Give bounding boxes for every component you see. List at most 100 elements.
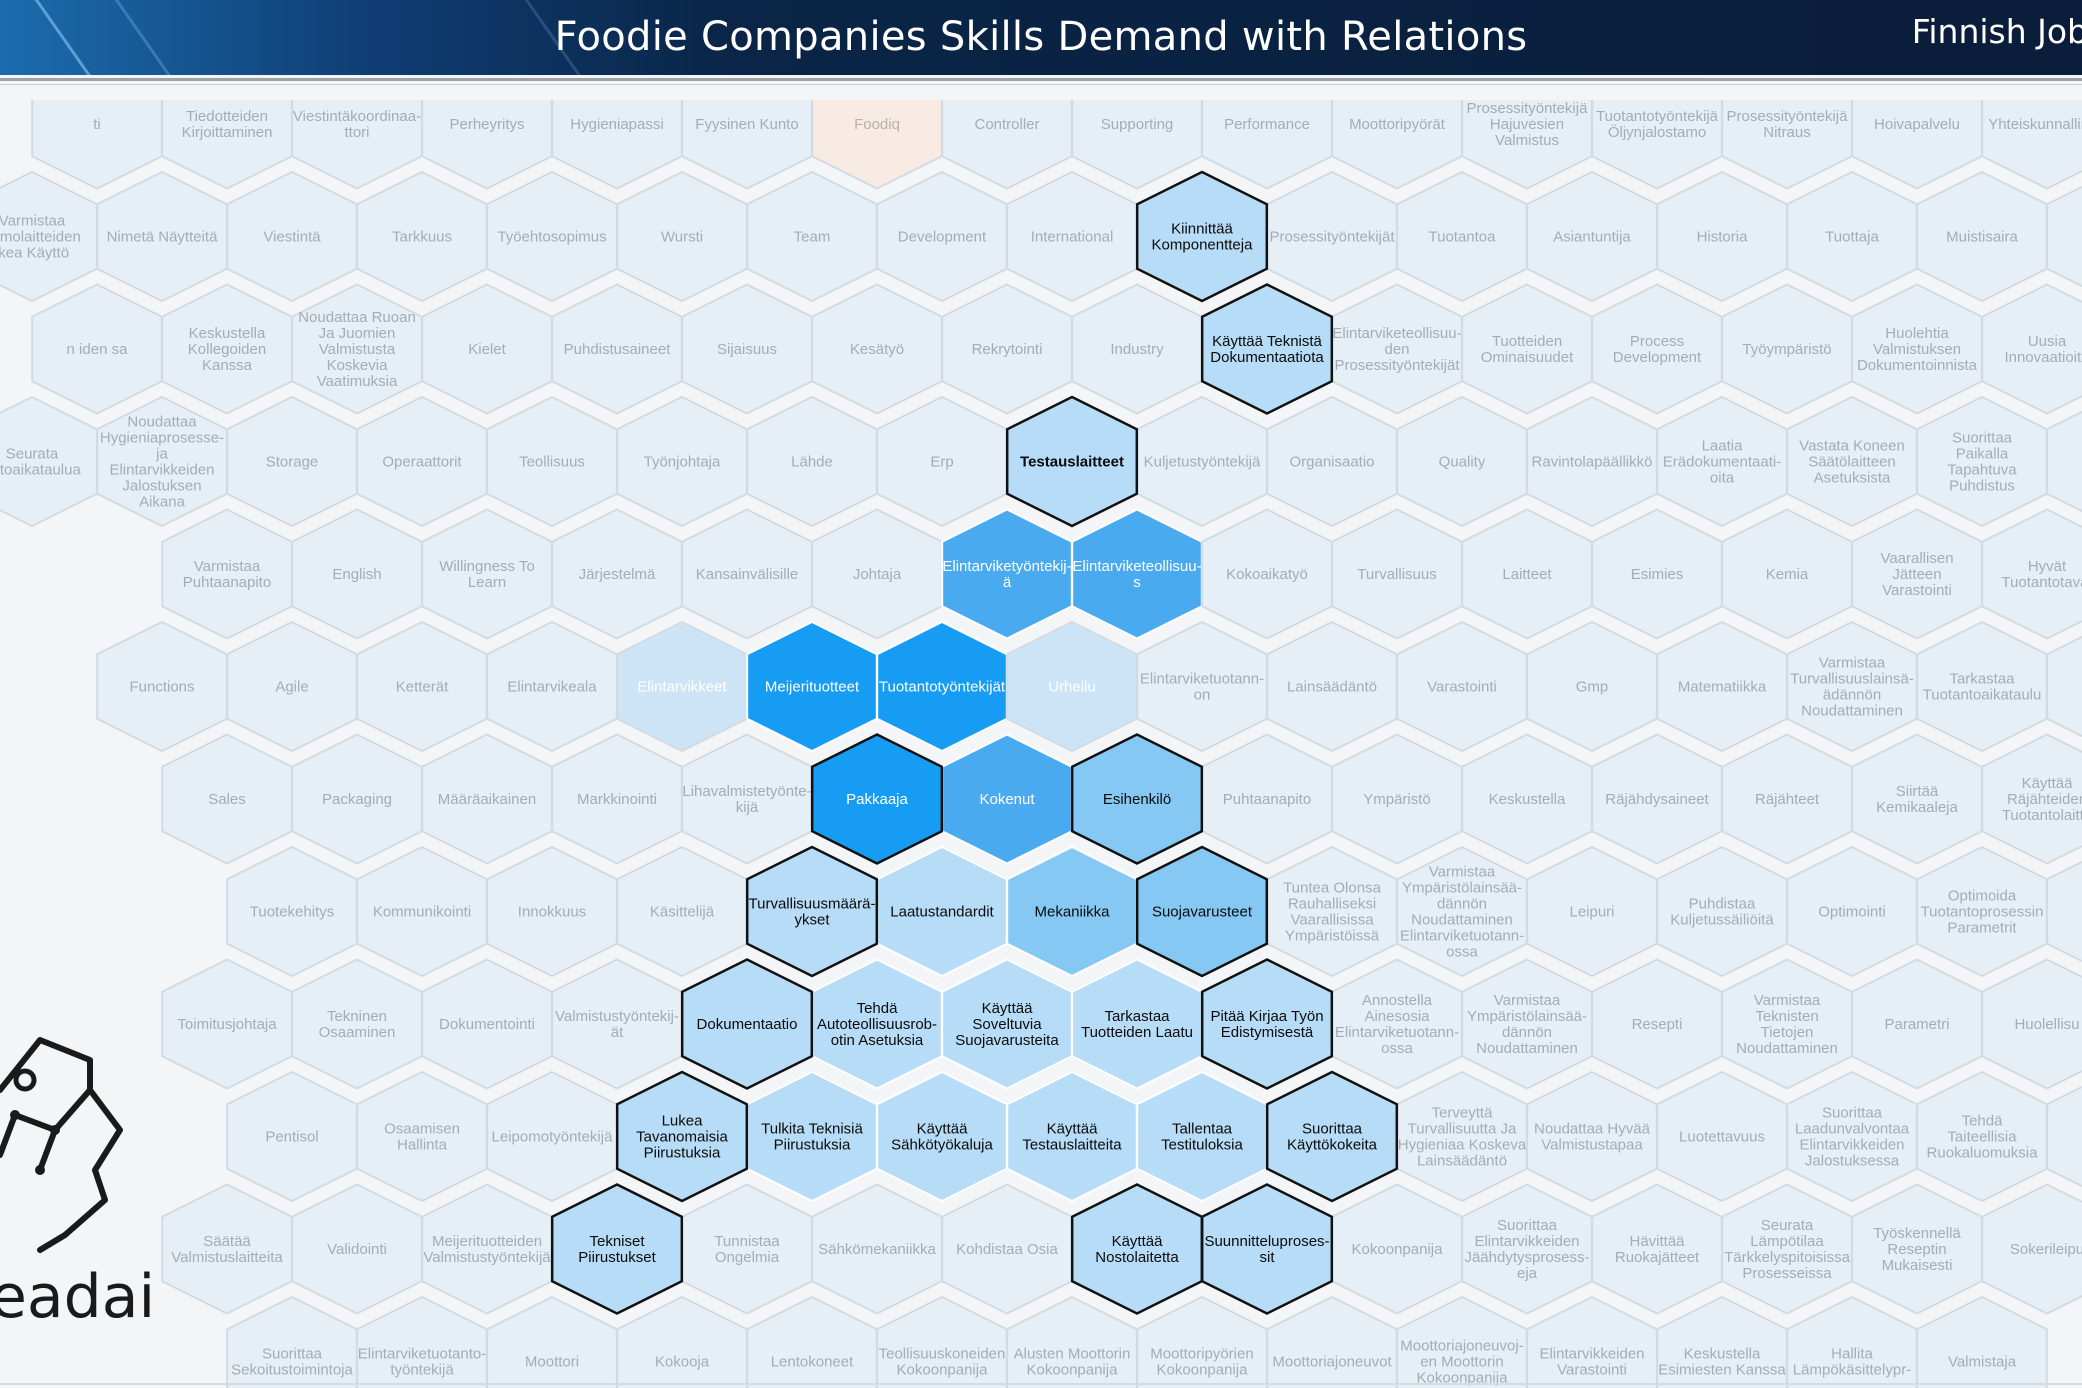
hex-label: Leipuri <box>1569 904 1614 921</box>
hex-label: Tarkkuus <box>392 229 452 246</box>
hex-label: Pakkaaja <box>846 791 908 808</box>
hex-label: Lähde <box>791 454 833 471</box>
hex-label: Quality <box>1439 454 1486 471</box>
hex-label: Turvallisuus <box>1357 566 1436 583</box>
header-divider <box>0 78 2082 81</box>
header-corner-title: Finnish Job <box>1911 12 2082 51</box>
hex-label: Lainsäädäntö <box>1287 679 1377 696</box>
hex-label: English <box>332 566 381 583</box>
hex-label: Elintarviketuotanto-työntekijä <box>358 1346 486 1379</box>
hex-label: Kokoonpanija <box>1352 1241 1444 1258</box>
hex-label: Ympäristö <box>1363 791 1431 808</box>
hex-cell-prosessity-ntekij-nitraus <box>1721 100 1853 190</box>
hex-label: Hygieniapassi <box>570 116 663 133</box>
path-hex-outline <box>1135 845 1269 978</box>
hex-label: Tuottaja <box>1825 229 1879 246</box>
hex-label: Kansainvälisille <box>696 566 799 583</box>
footer-divider <box>0 1383 2082 1385</box>
hex-label: Yhteiskunnallinen <box>1988 116 2082 133</box>
hex-cell-perheyritys <box>421 100 553 190</box>
hex-cell-lentokoneet <box>746 1295 878 1388</box>
hex-label: Dokumentaatio <box>697 1016 798 1033</box>
hex-cell-ti <box>31 100 163 190</box>
path-hex-outline <box>810 733 944 865</box>
hex-label: Validointi <box>327 1241 387 1258</box>
hex-label: Historia <box>1697 229 1749 246</box>
hex-cell-hyv-t-tuotantotavat <box>1981 508 2082 640</box>
hex-cell-tiedotteiden-kirjoittaminen <box>161 100 293 190</box>
hex-cell-tar-doku <box>2046 635 2082 738</box>
hex-label: Lentokoneet <box>771 1354 854 1371</box>
hex-label: Kohdistaa Osia <box>956 1241 1058 1258</box>
hex-label: Parametri <box>1884 1016 1949 1033</box>
hex-label: Luotettavuus <box>1679 1129 1765 1146</box>
hex-label: Kesätyö <box>850 341 904 358</box>
hex-label: Dokumentointi <box>439 1016 535 1033</box>
path-hex-outline <box>1005 395 1139 528</box>
hex-label: Elintarviketyöntekij-ä <box>942 558 1071 591</box>
hex-label: Elintarviketuotann-on <box>1140 671 1264 704</box>
hex-label: Lihavalmistetyönte-kijä <box>682 783 811 816</box>
path-hex-outline <box>615 1070 749 1203</box>
hex-label: Industry <box>1110 341 1164 358</box>
header-divider-thin <box>0 84 2082 85</box>
path-hex-outline <box>680 958 814 1090</box>
hex-label: Ketterät <box>396 679 449 696</box>
hex-label: Development <box>898 229 987 246</box>
header-banner: Foodie Companies Skills Demand with Rela… <box>0 0 2082 75</box>
hex-label: Leipomotyöntekijä <box>492 1129 614 1146</box>
path-hex-outline <box>550 1183 684 1315</box>
hex-label: Suojavarusteet <box>1152 904 1253 921</box>
hex-label: Sales <box>208 791 246 808</box>
hex-cell-sokerileipu <box>1981 1183 2082 1315</box>
hex-label: Tuotantoa <box>1429 229 1497 246</box>
hex-cell-foodiq <box>811 100 943 190</box>
page-title: Foodie Companies Skills Demand with Rela… <box>554 14 1528 60</box>
hex-label: Asiantuntija <box>1553 229 1631 246</box>
hex-label: Innokkuus <box>518 904 586 921</box>
hex-label: Optimointi <box>1818 904 1886 921</box>
hex-label: Seurataantoaikataulua <box>0 446 81 479</box>
hex-cell-f <box>2046 410 2082 513</box>
hex-cell-laat <box>2046 1085 2082 1188</box>
hex-label: Perheyritys <box>449 116 524 133</box>
hex-cell-fyysinen-kunto <box>681 100 813 190</box>
hex-cell-moottoripy-r-t <box>1331 100 1463 190</box>
hex-label: Sähkömekaniikka <box>818 1241 936 1258</box>
